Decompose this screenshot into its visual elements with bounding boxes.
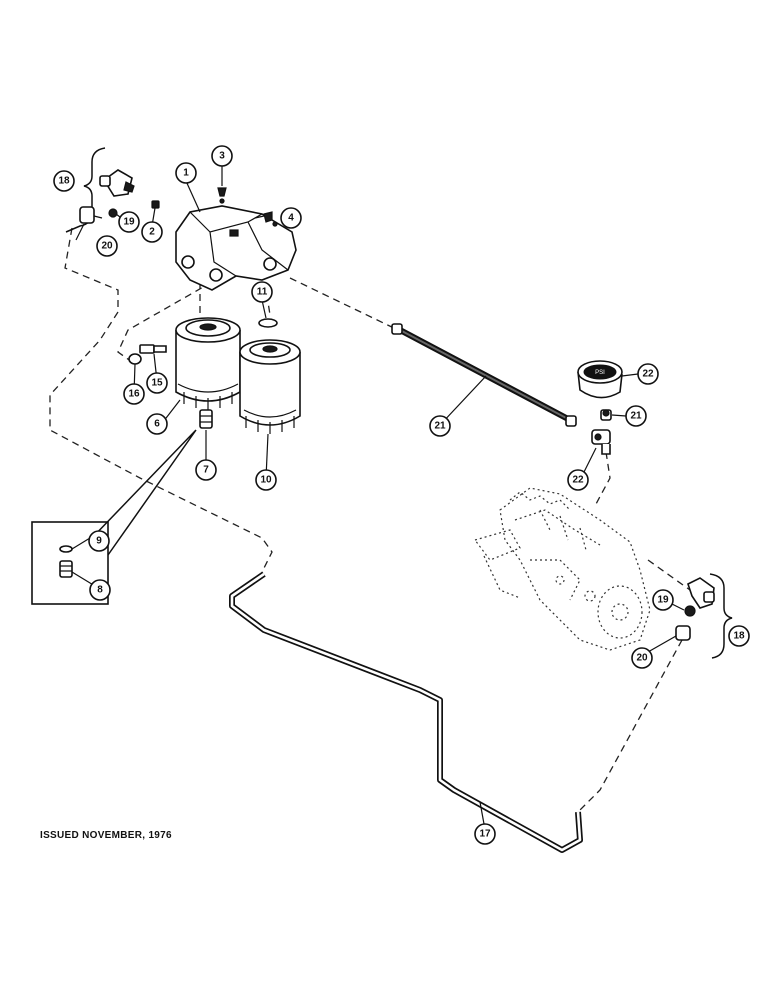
issued-date-caption: ISSUED NOVEMBER, 1976	[40, 830, 172, 841]
callout-20-left-label: 20	[101, 241, 113, 252]
tee-fitting-22	[591, 429, 611, 455]
elbow-fitting-right	[687, 577, 715, 609]
filter-head	[175, 205, 297, 291]
fuel-filter-10	[239, 339, 301, 434]
callout-21-fitting: 21	[625, 405, 647, 427]
leader-lines	[71, 166, 685, 825]
callout-10: 10	[255, 469, 277, 491]
callout-8-label: 8	[97, 585, 103, 596]
callout-18-right: 18	[728, 625, 750, 647]
callout-22-gauge-label: 22	[642, 369, 654, 380]
ring-19-right	[684, 605, 696, 617]
gauge-22: PSI	[577, 360, 623, 399]
ring-19-left	[108, 208, 118, 218]
detail-inset	[31, 429, 197, 605]
nut-20-left	[79, 206, 95, 224]
nut-20-right	[675, 625, 691, 641]
callout-10-label: 10	[260, 475, 272, 486]
callout-20-right-label: 20	[636, 653, 648, 664]
plug-2	[151, 200, 160, 209]
callout-21-pipe-label: 21	[434, 421, 446, 432]
callout-21-fitting-label: 21	[630, 411, 642, 422]
callout-19-right: 19	[652, 589, 674, 611]
callout-11: 11	[251, 281, 273, 303]
callout-4-label: 4	[288, 213, 294, 224]
drain-plug-7	[199, 409, 213, 429]
fuel-pipe-21	[391, 323, 577, 427]
injection-pump	[473, 487, 651, 651]
callout-17: 17	[474, 823, 496, 845]
fuel-line-17	[229, 571, 583, 853]
callout-18-left: 18	[53, 170, 75, 192]
callout-22-gauge: 22	[637, 363, 659, 385]
callout-9-label: 9	[96, 536, 102, 547]
callout-15-label: 15	[151, 378, 163, 389]
callout-6-label: 6	[154, 419, 160, 430]
callout-18-left-label: 18	[58, 176, 70, 187]
callout-19-left-label: 19	[123, 217, 135, 228]
bleed-screw-3	[217, 187, 227, 204]
callout-22-tee: 22	[567, 469, 589, 491]
washer-16	[128, 353, 142, 365]
callout-15: 15	[146, 372, 168, 394]
callout-20-left: 20	[96, 235, 118, 257]
bracket-18-right	[709, 573, 733, 659]
callout-3: 3	[211, 145, 233, 167]
callout-2: 2	[141, 221, 163, 243]
gauge-face-text: PSI	[595, 370, 605, 376]
elbow-fitting-left	[99, 169, 135, 197]
fuel-line-routes	[49, 227, 691, 813]
callout-4: 4	[280, 207, 302, 229]
callout-11-label: 11	[257, 287, 268, 298]
callout-2-label: 2	[149, 227, 155, 238]
callout-17-label: 17	[479, 829, 491, 840]
callout-16-label: 16	[128, 389, 140, 400]
callout-18-right-label: 18	[733, 631, 745, 642]
callout-6: 6	[146, 413, 168, 435]
fuel-filter-6	[175, 317, 241, 410]
callout-1-label: 1	[183, 168, 189, 179]
callout-1: 1	[175, 162, 197, 184]
callout-9: 9	[88, 530, 110, 552]
o-ring-11	[258, 318, 278, 328]
callout-22-tee-label: 22	[572, 475, 584, 486]
callout-8: 8	[89, 579, 111, 601]
callout-19-left: 19	[118, 211, 140, 233]
bleed-screw-4	[263, 211, 278, 227]
callout-3-label: 3	[219, 151, 225, 162]
fitting-21-small	[600, 409, 612, 421]
callout-7: 7	[195, 459, 217, 481]
callout-20-right: 20	[631, 647, 653, 669]
callout-19-right-label: 19	[657, 595, 669, 606]
callout-21-pipe: 21	[429, 415, 451, 437]
callout-16: 16	[123, 383, 145, 405]
bolt-15	[139, 344, 167, 354]
callout-7-label: 7	[203, 465, 209, 476]
